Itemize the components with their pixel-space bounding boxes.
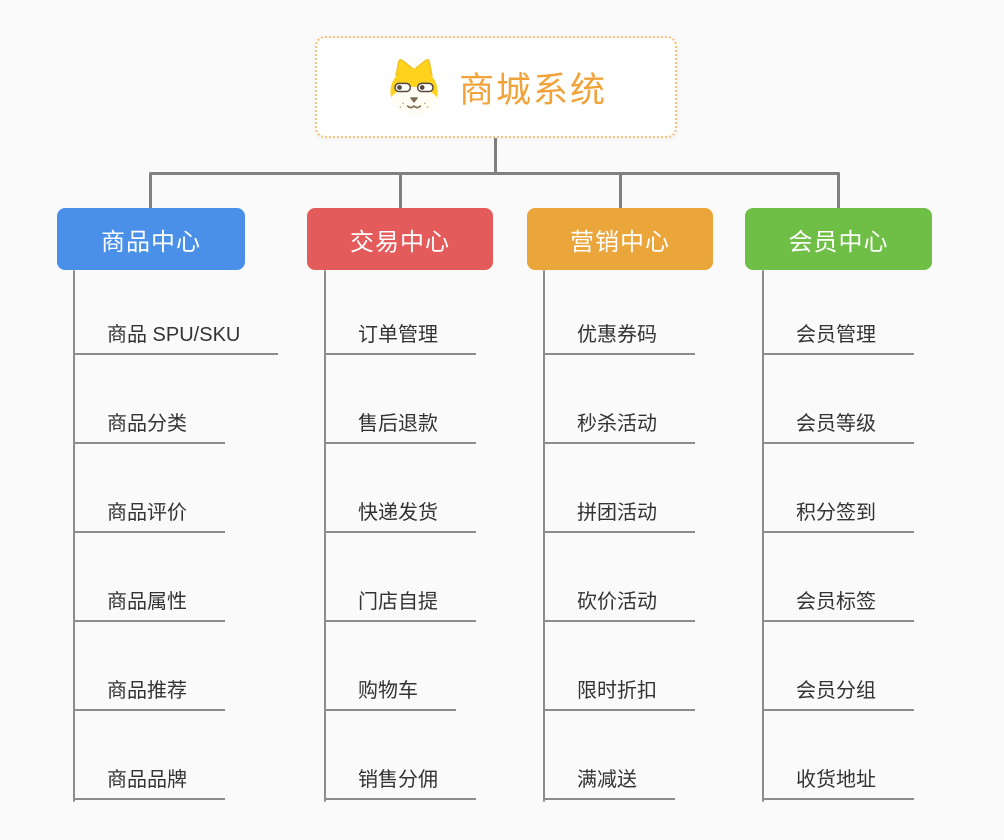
branch-drop-line bbox=[619, 172, 622, 210]
branch-drop-line bbox=[837, 172, 840, 210]
tree-node[interactable]: 会员分组 bbox=[762, 660, 914, 711]
tree-node-label: 订单管理 bbox=[358, 324, 438, 346]
tree-node-label: 秒杀活动 bbox=[577, 413, 657, 435]
tree-node-label: 会员管理 bbox=[796, 324, 876, 346]
tree-node[interactable]: 商品评价 bbox=[73, 482, 225, 533]
tree-node-label: 砍价活动 bbox=[577, 591, 657, 613]
tree-node-label: 积分签到 bbox=[796, 502, 876, 524]
tree-node-label: 拼团活动 bbox=[577, 502, 657, 524]
tree-node-label: 售后退款 bbox=[358, 413, 438, 435]
tree-node-label: 商品分类 bbox=[107, 413, 187, 435]
tree-node[interactable]: 积分签到 bbox=[762, 482, 914, 533]
tree-node[interactable]: 会员标签 bbox=[762, 571, 914, 622]
tree-node[interactable]: 会员管理 bbox=[762, 304, 914, 355]
tree-node[interactable]: 订单管理 bbox=[324, 304, 476, 355]
branch-node-marketing[interactable]: 营销中心 bbox=[527, 208, 713, 270]
tree-node[interactable]: 满减送 bbox=[543, 749, 675, 800]
tree-node[interactable]: 优惠券码 bbox=[543, 304, 695, 355]
branch-node-trade[interactable]: 交易中心 bbox=[307, 208, 493, 270]
tree-node[interactable]: 砍价活动 bbox=[543, 571, 695, 622]
tree-node[interactable]: 售后退款 bbox=[324, 393, 476, 444]
tree-node-label: 商品属性 bbox=[107, 591, 187, 613]
tree-node-label: 商品 SPU/SKU bbox=[107, 324, 241, 346]
tree-node-label: 购物车 bbox=[358, 680, 418, 702]
tree-node[interactable]: 购物车 bbox=[324, 660, 456, 711]
tree-node[interactable]: 销售分佣 bbox=[324, 749, 476, 800]
branch-trunk-line bbox=[543, 270, 545, 802]
tree-node-label: 收货地址 bbox=[796, 769, 876, 791]
tree-node[interactable]: 商品品牌 bbox=[73, 749, 225, 800]
branch-drop-line bbox=[149, 172, 152, 210]
tree-node[interactable]: 收货地址 bbox=[762, 749, 914, 800]
root-title: 商城系统 bbox=[458, 70, 607, 110]
tree-node-label: 满减送 bbox=[577, 769, 637, 791]
branch-bus-line bbox=[150, 172, 840, 175]
tree-node[interactable]: 限时折扣 bbox=[543, 660, 695, 711]
tree-node-label: 优惠券码 bbox=[577, 324, 657, 346]
tree-node[interactable]: 商品 SPU/SKU bbox=[73, 304, 279, 355]
tree-node[interactable]: 商品推荐 bbox=[73, 660, 225, 711]
tree-node[interactable]: 门店自提 bbox=[324, 571, 476, 622]
dog-face-icon bbox=[390, 59, 438, 116]
tree-node-label: 商品评价 bbox=[107, 502, 187, 524]
tree-node-label: 商品推荐 bbox=[107, 680, 187, 702]
tree-node[interactable]: 秒杀活动 bbox=[543, 393, 695, 444]
tree-node-label: 会员等级 bbox=[796, 413, 876, 435]
tree-node[interactable]: 商品属性 bbox=[73, 571, 225, 622]
tree-node-label: 会员标签 bbox=[796, 591, 876, 613]
tree-node[interactable]: 会员等级 bbox=[762, 393, 914, 444]
branch-drop-line bbox=[399, 172, 402, 210]
root-node[interactable]: 商城系统 bbox=[315, 36, 677, 138]
tree-node[interactable]: 商品分类 bbox=[73, 393, 225, 444]
tree-node-label: 会员分组 bbox=[796, 680, 876, 702]
tree-node-label: 销售分佣 bbox=[358, 769, 438, 791]
branch-trunk-line bbox=[73, 270, 75, 802]
branch-trunk-line bbox=[762, 270, 764, 802]
tree-node-label: 快递发货 bbox=[358, 502, 438, 524]
tree-node-label: 限时折扣 bbox=[577, 680, 657, 702]
branch-node-members[interactable]: 会员中心 bbox=[745, 208, 932, 270]
branch-trunk-line bbox=[324, 270, 326, 802]
tree-node[interactable]: 拼团活动 bbox=[543, 482, 695, 533]
tree-node-label: 商品品牌 bbox=[107, 769, 187, 791]
branch-node-products[interactable]: 商品中心 bbox=[57, 208, 245, 270]
root-connector-line bbox=[494, 137, 497, 175]
tree-node-label: 门店自提 bbox=[358, 591, 438, 613]
tree-node[interactable]: 快递发货 bbox=[324, 482, 476, 533]
